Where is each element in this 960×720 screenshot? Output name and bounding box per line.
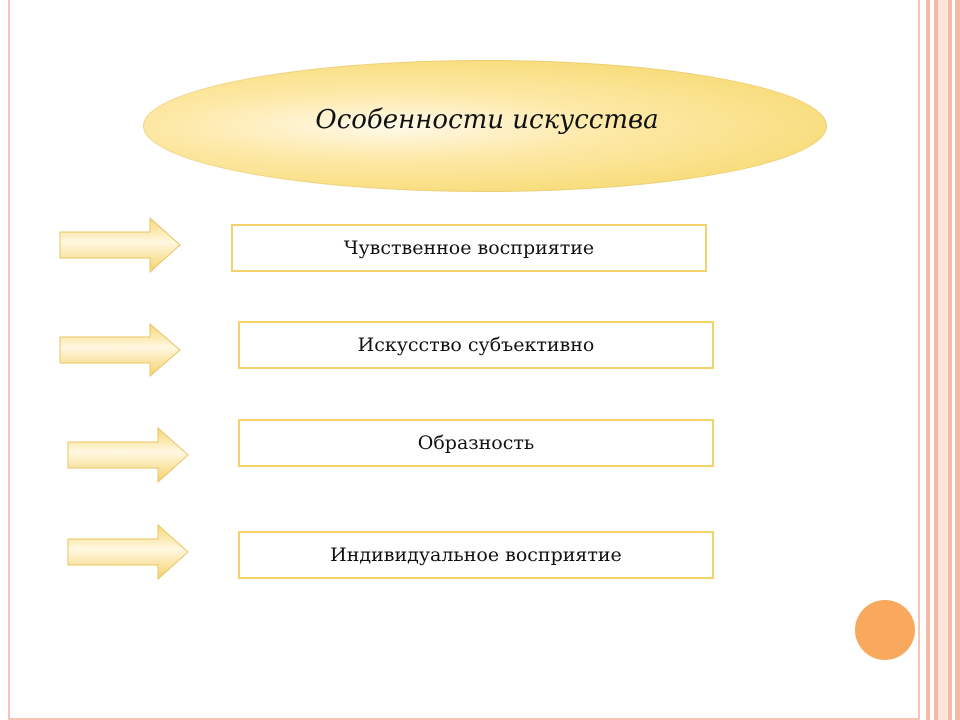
diagram-title: Особенности искусства [315, 105, 659, 135]
decorative-circle [855, 600, 915, 660]
arrow-right-icon [67, 523, 189, 581]
feature-label: Образность [417, 432, 535, 454]
feature-box-imagery: Образность [238, 419, 714, 467]
arrow-right-icon [59, 216, 181, 274]
feature-box-sensory: Чувственное восприятие [231, 224, 707, 272]
title-ellipse: Особенности искусства [143, 60, 827, 192]
feature-label: Чувственное восприятие [343, 237, 595, 259]
arrow-right-icon [59, 322, 181, 378]
feature-box-individual: Индивидуальное восприятие [238, 531, 714, 579]
feature-label: Индивидуальное восприятие [330, 544, 622, 566]
feature-label: Искусство субъективно [357, 334, 595, 356]
decorative-stripes [922, 0, 960, 720]
arrow-right-icon [67, 426, 189, 484]
slide-frame [8, 0, 920, 720]
feature-box-subjective: Искусство субъективно [238, 321, 714, 369]
